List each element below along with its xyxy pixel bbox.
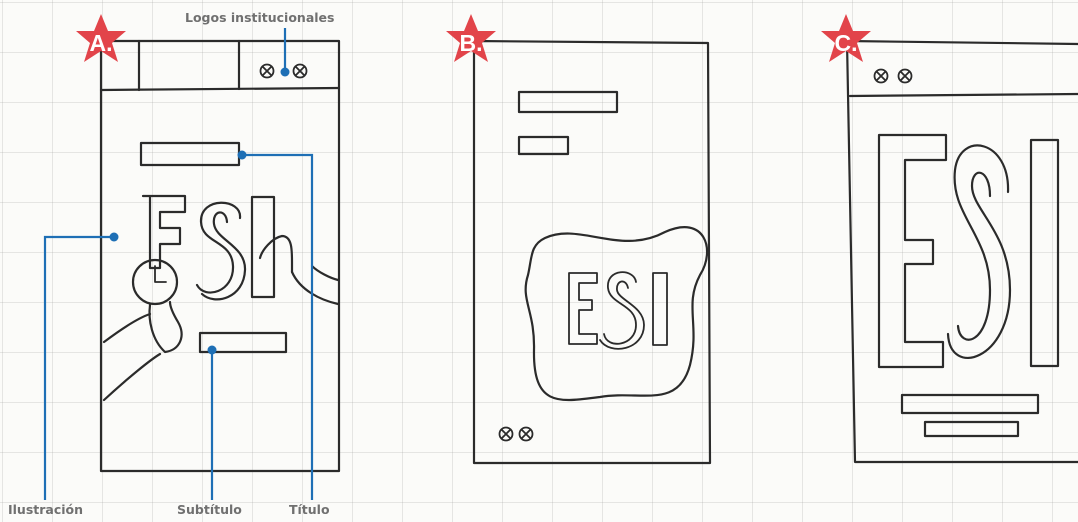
panel-a-header-line	[99, 86, 341, 92]
label-logos-institucionales: Logos institucionales	[185, 10, 335, 25]
panel-a-subtitle-box	[198, 331, 288, 354]
leader-ilustracion	[43, 235, 114, 500]
panel-b-subtitle-box	[517, 135, 570, 156]
panel-b-title-box	[517, 90, 619, 114]
panel-b-blob-shape	[524, 226, 709, 402]
annotation-leaders	[43, 28, 314, 500]
panel-c-logos	[873, 68, 913, 84]
badge-c: C.	[821, 14, 871, 62]
panel-a-sketch	[99, 39, 341, 473]
panel-b-logos	[498, 426, 534, 442]
badge-a-text: A.	[90, 30, 113, 56]
leader-titulo	[242, 153, 314, 500]
label-titulo: Título	[289, 502, 330, 517]
panel-c-subtitle-box	[923, 420, 1020, 438]
badge-c-text: C.	[835, 30, 858, 56]
panel-c-sketch	[845, 39, 1078, 464]
panel-a-esi-letters	[141, 194, 276, 301]
badge-a: A.	[76, 14, 126, 62]
panel-c-title-box	[900, 393, 1040, 415]
panel-b-esi-letters	[568, 271, 668, 350]
panel-b-sketch	[472, 39, 712, 465]
label-subtitulo: Subtítulo	[177, 502, 242, 517]
panel-a-title-box	[139, 141, 241, 167]
badge-b: B.	[446, 14, 496, 62]
panel-a-illustration	[102, 234, 340, 402]
badge-b-text: B.	[460, 30, 483, 56]
label-ilustracion: Ilustración	[8, 502, 84, 517]
panel-c-header-line	[848, 92, 1078, 98]
panel-a-logos	[259, 63, 308, 79]
panel-a-frame	[99, 39, 341, 473]
panel-b-frame	[472, 39, 712, 465]
panel-c-esi-letters	[877, 133, 1060, 369]
panel-c-frame	[845, 39, 1078, 464]
